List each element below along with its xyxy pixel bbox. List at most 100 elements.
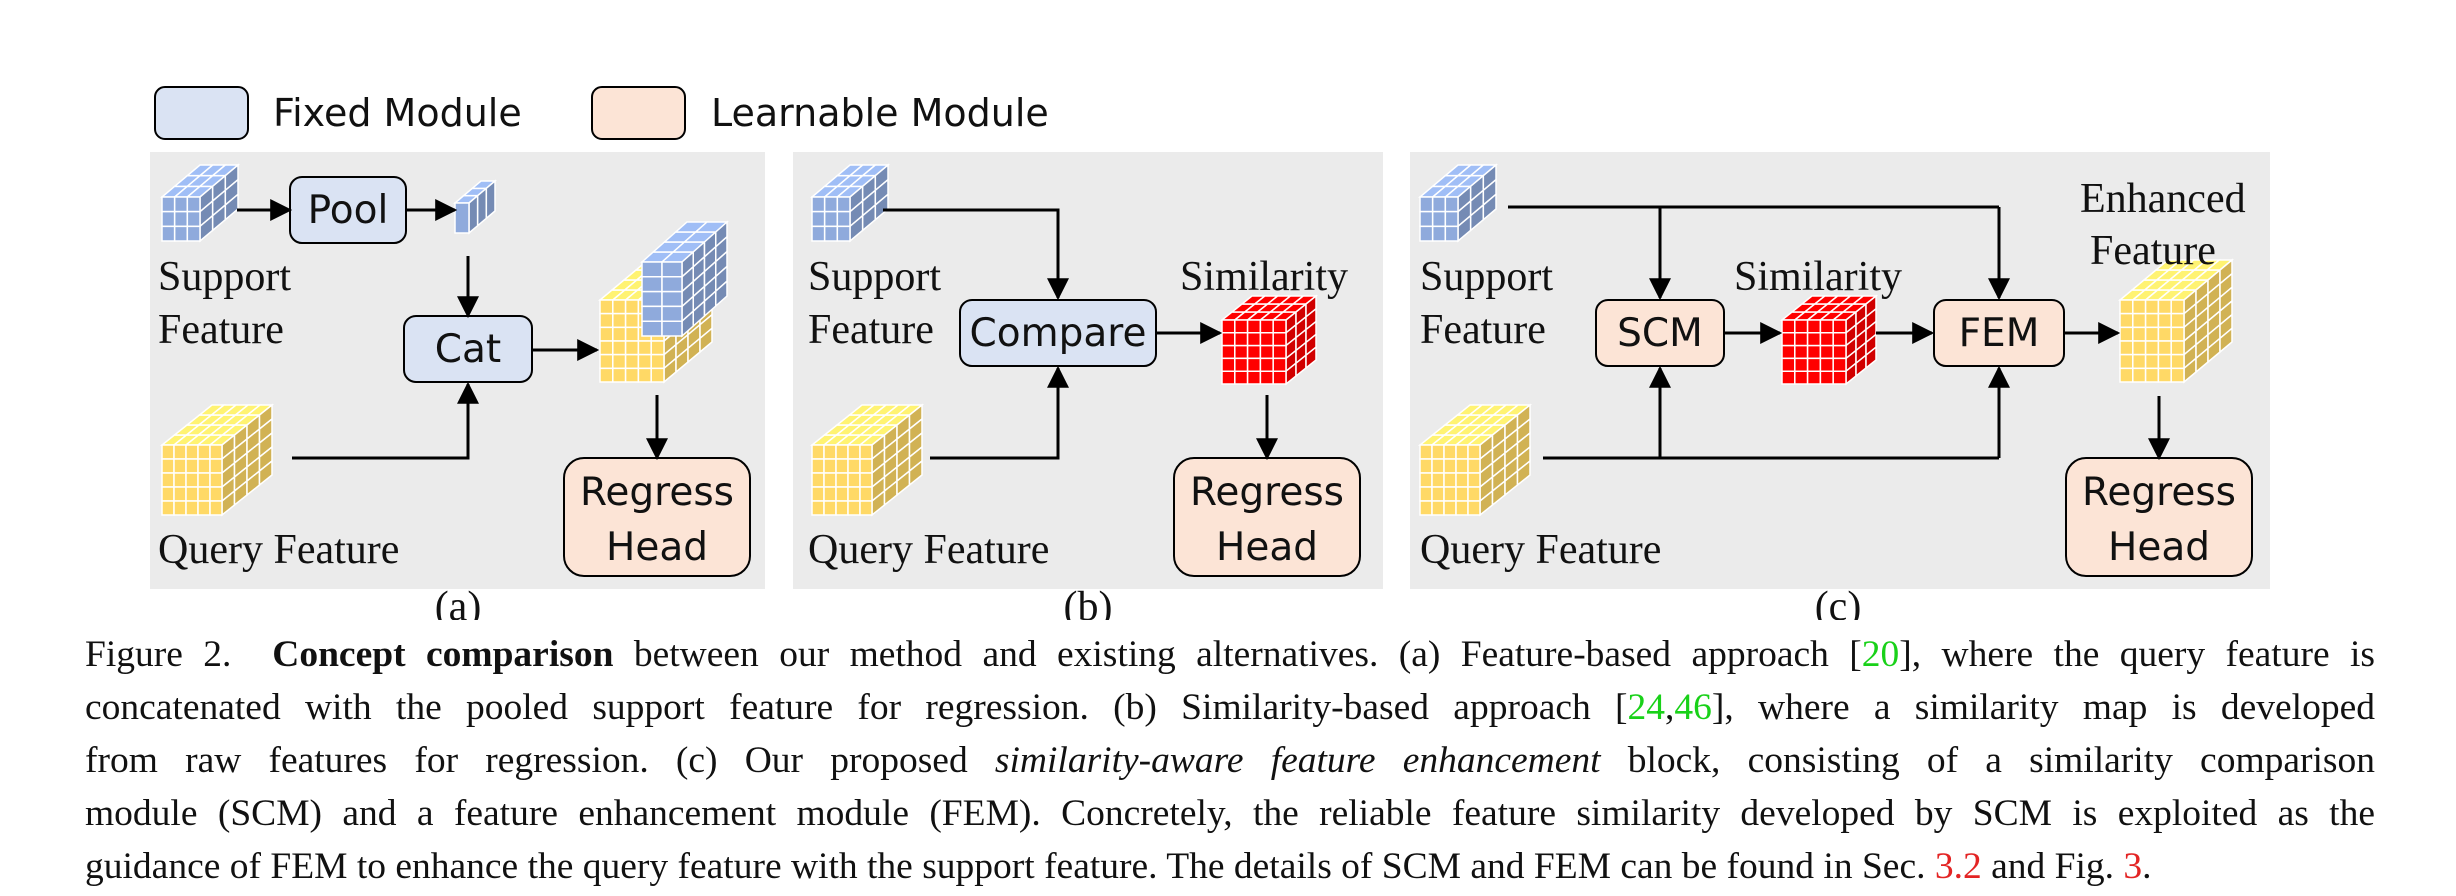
support-feature-label-line1: Support xyxy=(1420,254,1553,300)
cube-cell xyxy=(1794,357,1809,372)
cube-cell xyxy=(173,472,187,488)
cube-cell xyxy=(1832,370,1847,385)
citation-link[interactable]: 24 xyxy=(1627,687,1665,728)
cube-cell xyxy=(2170,340,2185,356)
cube-cell xyxy=(186,196,201,213)
support-feature-label-line2: Feature xyxy=(158,307,284,353)
cube-cell xyxy=(1444,225,1459,242)
cube-cell xyxy=(1431,458,1445,474)
cube-cell xyxy=(624,326,640,342)
panel-b-label: (b) xyxy=(1064,584,1113,620)
cube-cell xyxy=(1431,486,1445,502)
cube-cell xyxy=(1272,370,1287,385)
caption-title: Concept comparison xyxy=(272,634,614,675)
cube-cell xyxy=(1419,472,1433,488)
cube-cell xyxy=(2119,326,2134,342)
regress-label-line2: Head xyxy=(2108,525,2210,570)
cube-cell xyxy=(612,326,627,342)
cube-cell xyxy=(612,353,627,370)
cube-cell xyxy=(173,458,187,474)
citation-link[interactable]: 46 xyxy=(1674,687,1712,728)
cube-cell xyxy=(811,444,825,460)
caption-text: concatenated with the pooled support fea… xyxy=(85,687,1628,728)
cube-cell xyxy=(1455,444,1469,460)
cube-cell xyxy=(2132,312,2147,329)
cube-cell xyxy=(185,486,199,502)
cube-cell xyxy=(185,444,199,460)
cube-cell xyxy=(2144,367,2160,383)
cube-cell xyxy=(1443,472,1457,488)
cube-cell xyxy=(1467,486,1481,502)
cube-cell xyxy=(847,500,861,516)
cube-cell xyxy=(811,500,825,516)
cube-cell xyxy=(1221,319,1236,334)
cube-cell xyxy=(811,486,825,502)
cube-cell xyxy=(1781,332,1796,347)
cube-cell xyxy=(197,472,211,488)
cube-cell xyxy=(859,444,873,460)
cube-cell xyxy=(173,196,189,213)
cube-cell xyxy=(2119,353,2134,370)
pool-label: Pool xyxy=(308,188,389,233)
cube-cell xyxy=(2132,299,2147,315)
cube-cell xyxy=(1806,357,1822,372)
cube-cell xyxy=(1259,344,1274,360)
support-feature-cube xyxy=(1417,163,1499,243)
cube-cell xyxy=(1246,332,1262,347)
cube-cell xyxy=(624,367,640,383)
section-reference-link[interactable]: 3.2 xyxy=(1934,846,1982,887)
cube-cell xyxy=(1419,444,1433,460)
cube-cell xyxy=(661,276,683,293)
support-feature-label-line1: Support xyxy=(808,254,941,300)
compare-label: Compare xyxy=(970,311,1147,356)
cube-cell xyxy=(1443,500,1457,516)
cube-cell xyxy=(641,261,663,278)
cube-cell xyxy=(2119,367,2134,383)
support-feature-label-line2: Feature xyxy=(1420,307,1546,353)
cube-cell xyxy=(2132,340,2147,356)
cube-cell xyxy=(2144,326,2160,342)
cube-cell xyxy=(847,458,861,474)
query-feature-cube xyxy=(1417,403,1533,517)
caption-text: and Fig. xyxy=(1991,846,2115,887)
cube-cell xyxy=(173,210,189,228)
figure-number: Figure 2. xyxy=(85,634,232,675)
cube-cell xyxy=(1431,225,1447,242)
cube-cell xyxy=(1443,444,1457,460)
cube-cell xyxy=(823,500,837,516)
cube-cell xyxy=(661,320,683,337)
cube-cell xyxy=(1419,210,1434,228)
cube-cell xyxy=(161,444,175,460)
cube-cell xyxy=(599,299,614,315)
cube-cell xyxy=(485,179,496,220)
citation-link[interactable]: 20 xyxy=(1861,634,1900,675)
cube-cell xyxy=(1819,370,1834,385)
cube-cell xyxy=(186,210,201,228)
caption-text: , xyxy=(1664,687,1675,728)
cube-cell xyxy=(1806,332,1822,347)
cube-cell xyxy=(1234,344,1249,360)
legend-learnable-label: Learnable Module xyxy=(711,91,1049,135)
cube-cell xyxy=(2144,340,2160,356)
cube-cell xyxy=(1234,357,1249,372)
cube-cell xyxy=(823,210,839,228)
cube-cell xyxy=(1455,458,1469,474)
cube-cell xyxy=(197,500,211,516)
cube-cell xyxy=(161,458,175,474)
figure-reference-link[interactable]: 3 xyxy=(2123,846,2143,887)
cube-cell xyxy=(641,305,663,322)
cube-cell xyxy=(715,279,728,308)
cube-cell xyxy=(2170,367,2185,383)
cube-cell xyxy=(2170,299,2185,315)
cube-cell xyxy=(1455,486,1469,502)
cube-cell xyxy=(1419,486,1433,502)
caption-text: ], where the query feature is xyxy=(1899,634,2375,675)
cube-cell xyxy=(624,299,640,315)
legend-fixed-swatch xyxy=(154,86,249,140)
cube-cell xyxy=(1221,332,1236,347)
cube-cell xyxy=(2170,312,2185,329)
caption-text: . xyxy=(2142,846,2152,887)
enhanced-feature-label-line2: Feature xyxy=(2090,228,2216,274)
cube-cell xyxy=(835,486,849,502)
cube-cell xyxy=(1443,458,1457,474)
